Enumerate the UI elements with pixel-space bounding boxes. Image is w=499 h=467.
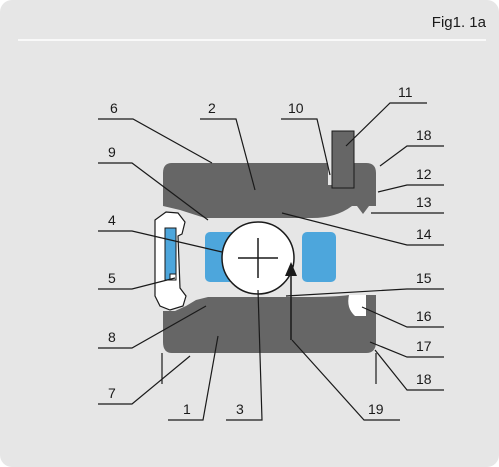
label-12: 12 bbox=[416, 166, 432, 182]
leader-6 bbox=[98, 118, 213, 164]
label-18a: 18 bbox=[416, 127, 432, 143]
label-6: 6 bbox=[110, 100, 118, 116]
label-1: 1 bbox=[183, 401, 191, 417]
seal-insert bbox=[164, 227, 177, 281]
outer-ring bbox=[163, 163, 376, 218]
label-2: 2 bbox=[208, 100, 216, 116]
leader-15 bbox=[285, 288, 444, 297]
label-10: 10 bbox=[288, 100, 304, 116]
leader-18a bbox=[379, 145, 444, 167]
seal-lip bbox=[169, 273, 177, 281]
label-11: 11 bbox=[398, 84, 413, 100]
leader-11 bbox=[345, 102, 427, 147]
key bbox=[331, 130, 355, 189]
leader-lines bbox=[98, 102, 444, 421]
contact-arrow-head bbox=[285, 262, 297, 276]
leader-17 bbox=[369, 341, 444, 358]
label-4: 4 bbox=[108, 212, 116, 228]
leader-4 bbox=[98, 230, 223, 253]
leader-14 bbox=[281, 212, 444, 246]
inner-ring bbox=[163, 295, 376, 353]
label-18b: 18 bbox=[416, 371, 432, 387]
label-13: 13 bbox=[416, 194, 432, 210]
leader-3 bbox=[226, 289, 263, 421]
leader-18b bbox=[374, 349, 444, 391]
label-3: 3 bbox=[236, 401, 244, 417]
label-14: 14 bbox=[416, 226, 432, 242]
label-15: 15 bbox=[416, 270, 432, 286]
leader-7 bbox=[98, 355, 191, 405]
label-7: 7 bbox=[108, 385, 116, 401]
cage-right bbox=[302, 232, 336, 282]
leader-10 bbox=[281, 118, 331, 176]
leader-1 bbox=[168, 335, 219, 421]
figure-title: Fig1. 1a bbox=[432, 14, 487, 31]
leader-12 bbox=[377, 184, 444, 193]
leader-2 bbox=[200, 118, 256, 191]
groove-notch bbox=[348, 295, 366, 316]
label-16: 16 bbox=[416, 308, 432, 324]
label-19: 19 bbox=[368, 401, 384, 417]
label-8: 8 bbox=[108, 329, 116, 345]
label-5: 5 bbox=[108, 270, 116, 286]
label-9: 9 bbox=[108, 144, 116, 160]
leader-19 bbox=[291, 339, 400, 421]
leader-5 bbox=[98, 277, 176, 290]
leader-8 bbox=[98, 305, 207, 349]
leader-16 bbox=[361, 306, 444, 328]
label-17: 17 bbox=[416, 338, 432, 354]
leader-9 bbox=[98, 162, 209, 221]
